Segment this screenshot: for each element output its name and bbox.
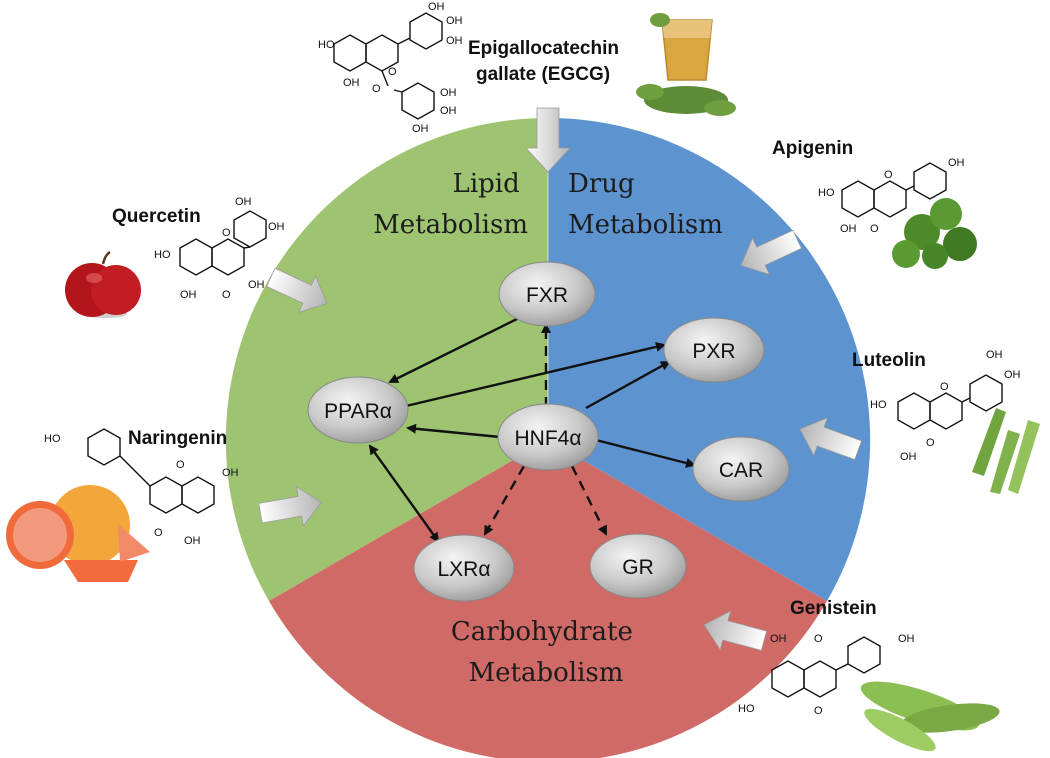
quercetin-label: Quercetin (112, 206, 201, 227)
genistein-structure: OH O OH HO O (738, 633, 915, 717)
svg-text:OH: OH (900, 451, 917, 463)
genistein-arrow (703, 610, 768, 651)
hnf4a-to-ppara-arrow (406, 423, 501, 439)
egcg-arrow (525, 107, 571, 173)
ppara-label: PPARα (324, 400, 392, 423)
svg-text:HO: HO (318, 39, 335, 51)
hnf4a-to-gr-dashed-arrow (570, 465, 608, 536)
pxr-node: PXR (663, 317, 765, 383)
apigenin-arrow (740, 229, 802, 276)
ppara-to-pxr-arrow (405, 341, 666, 408)
svg-text:O: O (814, 705, 823, 717)
svg-text:OH: OH (840, 223, 857, 235)
naringenin-structure: HO O OH O OH (44, 428, 239, 547)
hnf4a-node: HNF4α (497, 403, 599, 471)
svg-text:OH: OH (268, 221, 285, 233)
svg-text:OH: OH (412, 123, 429, 135)
svg-text:OH: OH (440, 105, 457, 117)
apigenin-label: Apigenin (772, 138, 853, 159)
compound-arrows (258, 107, 863, 651)
celery-icon (972, 408, 1040, 494)
receptor-nodes: FXR PXR CAR PPARα HNF4α LXRα GR (307, 261, 790, 602)
hnf4a-to-pxr-arrow (585, 360, 671, 410)
fxr-to-ppara-arrow (388, 314, 524, 384)
svg-text:OH: OH (184, 535, 201, 547)
svg-text:O: O (154, 527, 163, 539)
luteolin-arrow (799, 417, 863, 461)
svg-text:OH: OH (948, 157, 965, 169)
carbohydrate-sector (269, 440, 827, 758)
gr-label: GR (622, 556, 654, 579)
quercetin-structure: OH OH HO O OH O OH (154, 196, 285, 301)
svg-text:OH: OH (248, 279, 265, 291)
svg-text:OH: OH (180, 289, 197, 301)
svg-text:HO: HO (870, 399, 887, 411)
lipid-sector-label: Lipid Metabolism (373, 169, 528, 240)
svg-text:OH: OH (446, 35, 463, 47)
svg-text:OH: OH (898, 633, 915, 645)
apple-icon (65, 250, 141, 318)
svg-text:O: O (940, 381, 949, 393)
svg-text:OH: OH (1004, 369, 1021, 381)
quercetin-arrow (266, 267, 328, 314)
ppara-node: PPARα (307, 376, 409, 444)
green-tea-icon (636, 13, 736, 116)
naringenin-label: Naringenin (128, 428, 227, 449)
svg-text:HO: HO (44, 433, 61, 445)
svg-text:OH: OH (428, 1, 445, 13)
svg-text:OH: OH (770, 633, 787, 645)
parsley-icon (892, 198, 977, 269)
svg-text:O: O (814, 633, 823, 645)
svg-text:OH: OH (446, 15, 463, 27)
svg-text:O: O (372, 83, 381, 95)
apigenin-structure: OH HO O O OH (818, 157, 965, 235)
hnf4a-to-lxra-dashed-arrow (483, 465, 526, 536)
lxra-label: LXRα (438, 558, 491, 581)
hnf4a-label: HNF4α (515, 427, 582, 450)
egcg-structure: HO OH OH OH OH O O OH OH OH (318, 1, 463, 135)
svg-text:O: O (926, 437, 935, 449)
svg-text:OH: OH (440, 87, 457, 99)
gr-node: GR (589, 533, 687, 599)
lipid-sector (225, 117, 549, 601)
svg-text:OH: OH (222, 467, 239, 479)
svg-text:O: O (176, 459, 185, 471)
car-label: CAR (719, 459, 763, 482)
svg-text:O: O (222, 227, 231, 239)
genistein-label: Genistein (790, 598, 877, 619)
soybean-icon (860, 681, 1000, 752)
svg-text:OH: OH (986, 349, 1003, 361)
svg-text:HO: HO (738, 703, 755, 715)
svg-text:HO: HO (154, 249, 171, 261)
grapefruit-icon (6, 485, 150, 582)
hnf4a-to-car-arrow (595, 438, 696, 468)
naringenin-arrow (258, 485, 323, 527)
luteolin-structure: OH OH HO O O OH (870, 349, 1021, 463)
fxr-node: FXR (498, 261, 596, 327)
ppara-lxra-arrow (368, 444, 440, 543)
svg-text:OH: OH (235, 196, 252, 208)
svg-text:OH: OH (343, 77, 360, 89)
svg-text:HO: HO (818, 187, 835, 199)
svg-text:O: O (388, 66, 397, 78)
egcg-label: Epigallocatechin gallate (EGCG) (468, 38, 624, 85)
carbohydrate-sector-label: Carbohydrate Metabolism (451, 617, 641, 688)
svg-text:O: O (884, 169, 893, 181)
svg-text:O: O (870, 223, 879, 235)
svg-text:O: O (222, 289, 231, 301)
fxr-label: FXR (526, 284, 568, 307)
interaction-arrows (368, 314, 696, 543)
lxra-node: LXRα (413, 534, 515, 602)
pxr-label: PXR (692, 340, 735, 363)
luteolin-label: Luteolin (852, 350, 926, 371)
car-node: CAR (692, 436, 790, 502)
drug-sector-label: Drug Metabolism (568, 169, 723, 240)
